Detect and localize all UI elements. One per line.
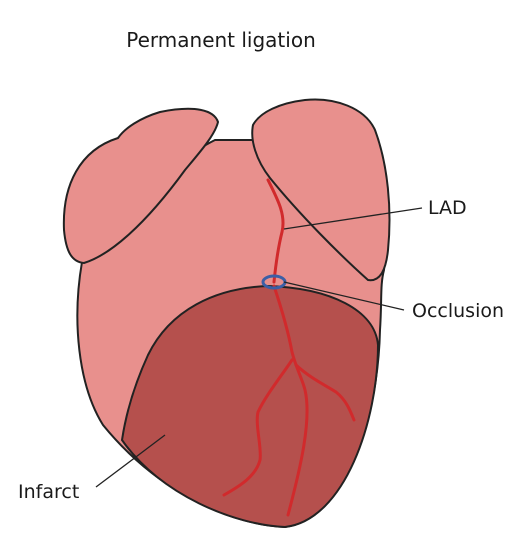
diagram-title: Permanent ligation [126,28,316,52]
infarct-leader-line [95,434,166,488]
infarct-label: Infarct [18,481,80,503]
artery-branch-left [222,358,294,497]
occlusion-leader-line [283,281,405,311]
right-atrial-lobe [251,98,391,282]
infarct-region [120,284,380,529]
lad-leader-line [283,207,423,230]
lad-label: LAD [428,197,467,219]
left-atrial-lobe [62,107,220,265]
occlusion-label: Occlusion [412,300,505,322]
lad-artery [266,178,285,284]
artery-branch-main [272,284,309,517]
artery-branch-right [294,363,356,422]
